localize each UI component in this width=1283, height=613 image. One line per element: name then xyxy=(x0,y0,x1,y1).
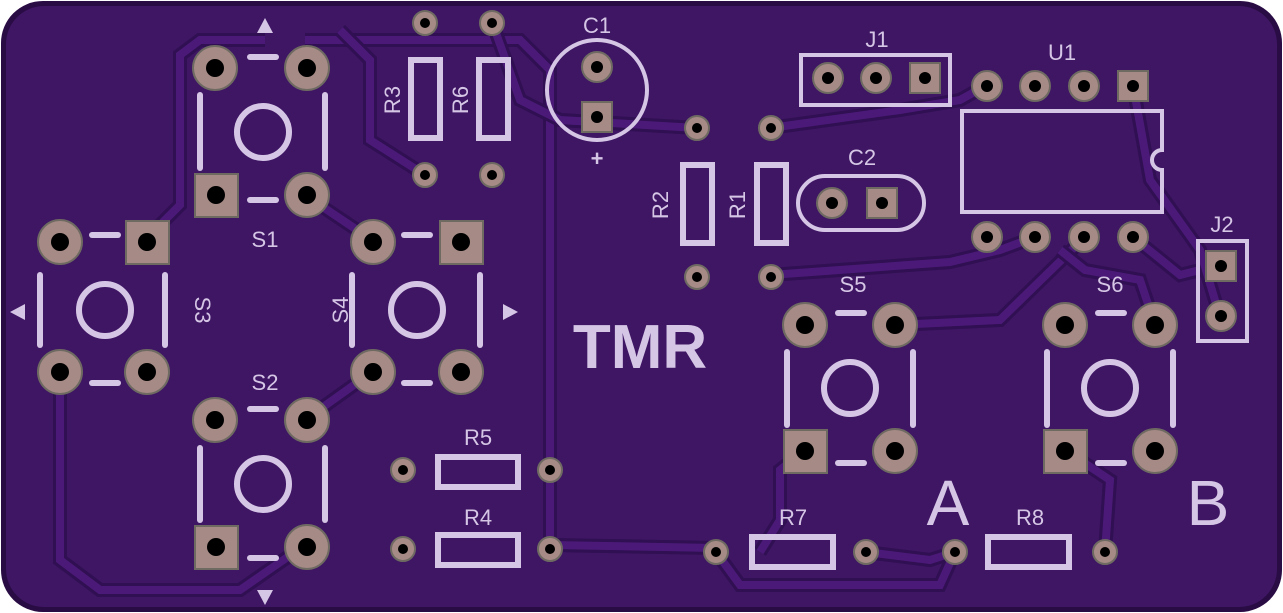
switch-s3[interactable]: S3 xyxy=(10,219,215,395)
switch-s5[interactable]: S5 xyxy=(782,272,918,474)
capacitor-c1[interactable]: C1 + xyxy=(545,13,649,171)
r6-label: R6 xyxy=(448,86,473,114)
resistor-r6[interactable]: R6 xyxy=(448,10,511,188)
s4-label: S4 xyxy=(328,297,353,324)
r5-label: R5 xyxy=(464,425,492,450)
u1-label: U1 xyxy=(1048,40,1076,65)
r7-label: R7 xyxy=(779,505,807,530)
header-j1[interactable]: J1 xyxy=(799,27,952,107)
resistor-r7[interactable]: R7 xyxy=(703,505,879,570)
s6-label: S6 xyxy=(1097,272,1124,297)
arrow-left-icon xyxy=(10,304,25,320)
header-j2[interactable]: J2 xyxy=(1196,212,1249,343)
arrow-down-icon xyxy=(257,590,273,605)
resistor-r4[interactable]: R4 xyxy=(390,505,563,568)
switch-s1[interactable]: S1 xyxy=(192,18,330,252)
ic-u1[interactable]: U1 xyxy=(960,40,1164,253)
c2-label: C2 xyxy=(848,145,876,170)
j1-label: J1 xyxy=(865,27,888,52)
resistor-r3[interactable]: R3 xyxy=(380,10,443,188)
r3-label: R3 xyxy=(380,86,405,114)
s2-label: S2 xyxy=(252,370,279,395)
switch-s6[interactable]: S6 xyxy=(1042,272,1178,474)
arrow-right-icon xyxy=(503,304,518,320)
switch-s4[interactable]: S4 xyxy=(328,219,518,395)
c1-label: C1 xyxy=(583,13,611,38)
s5-label: S5 xyxy=(840,272,867,297)
arrow-up-icon xyxy=(257,18,273,33)
s1-label: S1 xyxy=(252,227,279,252)
j2-label: J2 xyxy=(1210,212,1233,237)
r4-label: R4 xyxy=(464,505,492,530)
polarity-plus: + xyxy=(591,146,604,171)
board-title: TMR xyxy=(573,313,707,382)
r2-label: R2 xyxy=(648,191,673,219)
resistor-r8[interactable]: R8 xyxy=(942,505,1118,570)
r8-label: R8 xyxy=(1016,505,1044,530)
resistor-r5[interactable]: R5 xyxy=(390,425,563,490)
button-a-label: A xyxy=(927,467,970,539)
capacitor-c2[interactable]: C2 xyxy=(796,145,926,232)
r1-label: R1 xyxy=(725,191,750,219)
switch-s2[interactable]: S2 xyxy=(192,370,330,605)
resistor-r1[interactable]: R1 xyxy=(725,115,789,290)
resistor-r2[interactable]: R2 xyxy=(648,115,715,290)
s3-label: S3 xyxy=(190,297,215,324)
button-b-label: B xyxy=(1187,467,1230,539)
